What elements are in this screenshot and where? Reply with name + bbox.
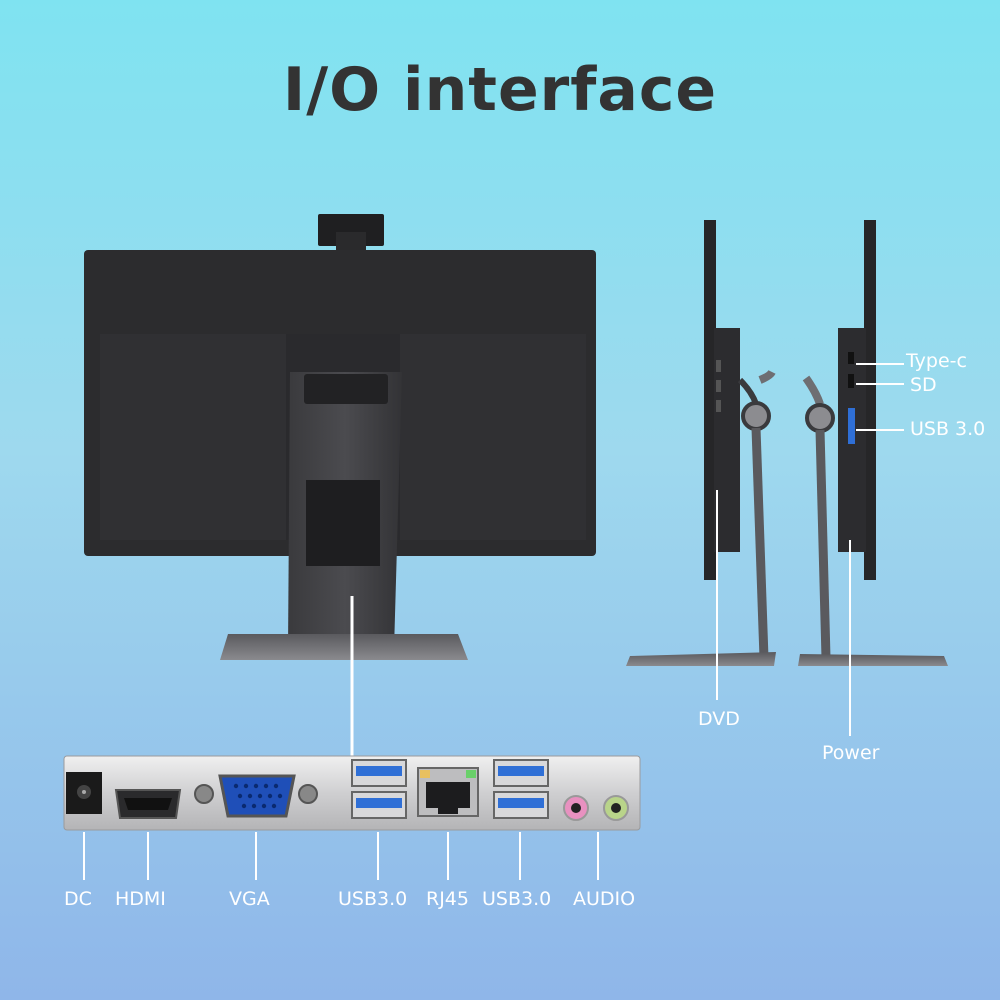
stand-cable-hole <box>306 480 380 566</box>
label-vga: VGA <box>229 888 270 910</box>
audio-ports <box>563 795 629 821</box>
label-rj45: RJ45 <box>426 888 469 910</box>
label-usb3-right: USB3.0 <box>482 888 552 910</box>
page-title: I/O interface <box>282 55 718 125</box>
usb3-left-ports <box>351 759 407 819</box>
webcam <box>318 214 384 246</box>
rear-callout-lines <box>83 832 599 880</box>
dc-port <box>66 772 102 814</box>
side-usb3-port <box>848 408 855 444</box>
label-dc: DC <box>64 888 92 910</box>
label-sd: SD <box>910 374 937 396</box>
label-usb3-left: USB3.0 <box>338 888 408 910</box>
side-callout-lines <box>716 363 904 736</box>
rear-io-panel <box>63 755 641 831</box>
label-dvd: DVD <box>698 708 740 730</box>
type-c-port <box>848 352 854 364</box>
label-power: Power <box>822 742 880 764</box>
sd-slot <box>848 374 854 388</box>
label-audio: AUDIO <box>573 888 636 910</box>
monitor-base <box>220 634 468 660</box>
label-usb-3-0: USB 3.0 <box>910 418 986 440</box>
rj45-port <box>417 767 479 817</box>
side-view-right <box>798 220 948 666</box>
usb3-right-ports <box>493 759 549 819</box>
label-hdmi: HDMI <box>115 888 166 910</box>
rear-monitor <box>84 214 596 660</box>
label-type-c: Type-c <box>906 350 967 372</box>
vga-port <box>194 774 318 818</box>
hdmi-port <box>114 789 182 819</box>
side-view-left <box>626 220 776 666</box>
